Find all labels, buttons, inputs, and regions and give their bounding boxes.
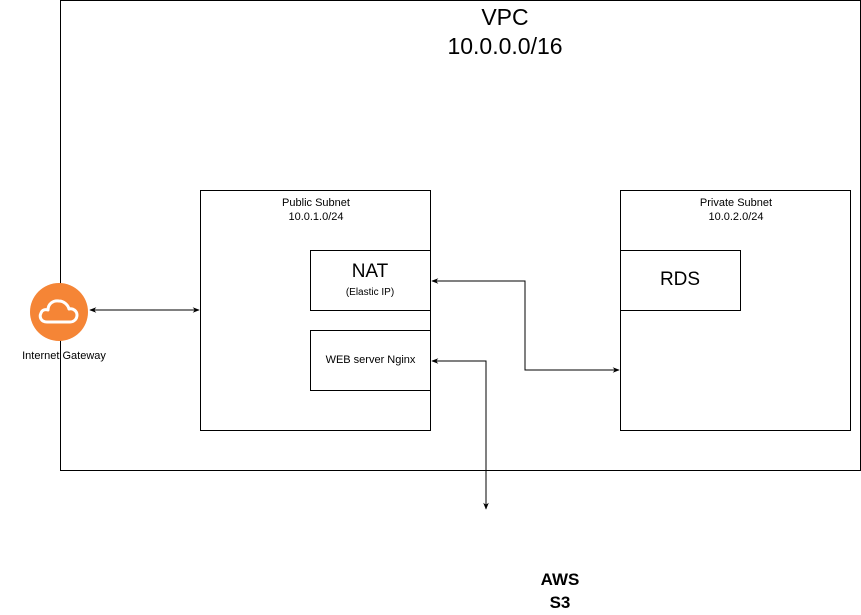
web-server-label: WEB server Nginx [325, 354, 416, 366]
public-subnet-cidr: 10.0.1.0/24 [288, 211, 344, 223]
cloud-icon [30, 283, 88, 341]
s3-label-line2: S3 [549, 593, 571, 612]
s3-label-line1: AWS [540, 570, 580, 589]
vpc-title: VPC [481, 4, 529, 30]
nat-title: NAT [351, 261, 389, 282]
rds-label: RDS [659, 269, 701, 290]
private-subnet-title: Private Subnet [699, 197, 773, 209]
private-subnet-cidr: 10.0.2.0/24 [708, 211, 764, 223]
web-server-box [310, 330, 431, 391]
nat-box [310, 250, 431, 311]
public-subnet-title: Public Subnet [282, 197, 350, 209]
vpc-cidr: 10.0.0.0/16 [447, 33, 563, 59]
internet-gateway-label: Internet Gateway [22, 350, 106, 362]
rds-box [620, 250, 741, 311]
nat-subtitle: (Elastic IP) [345, 287, 395, 298]
